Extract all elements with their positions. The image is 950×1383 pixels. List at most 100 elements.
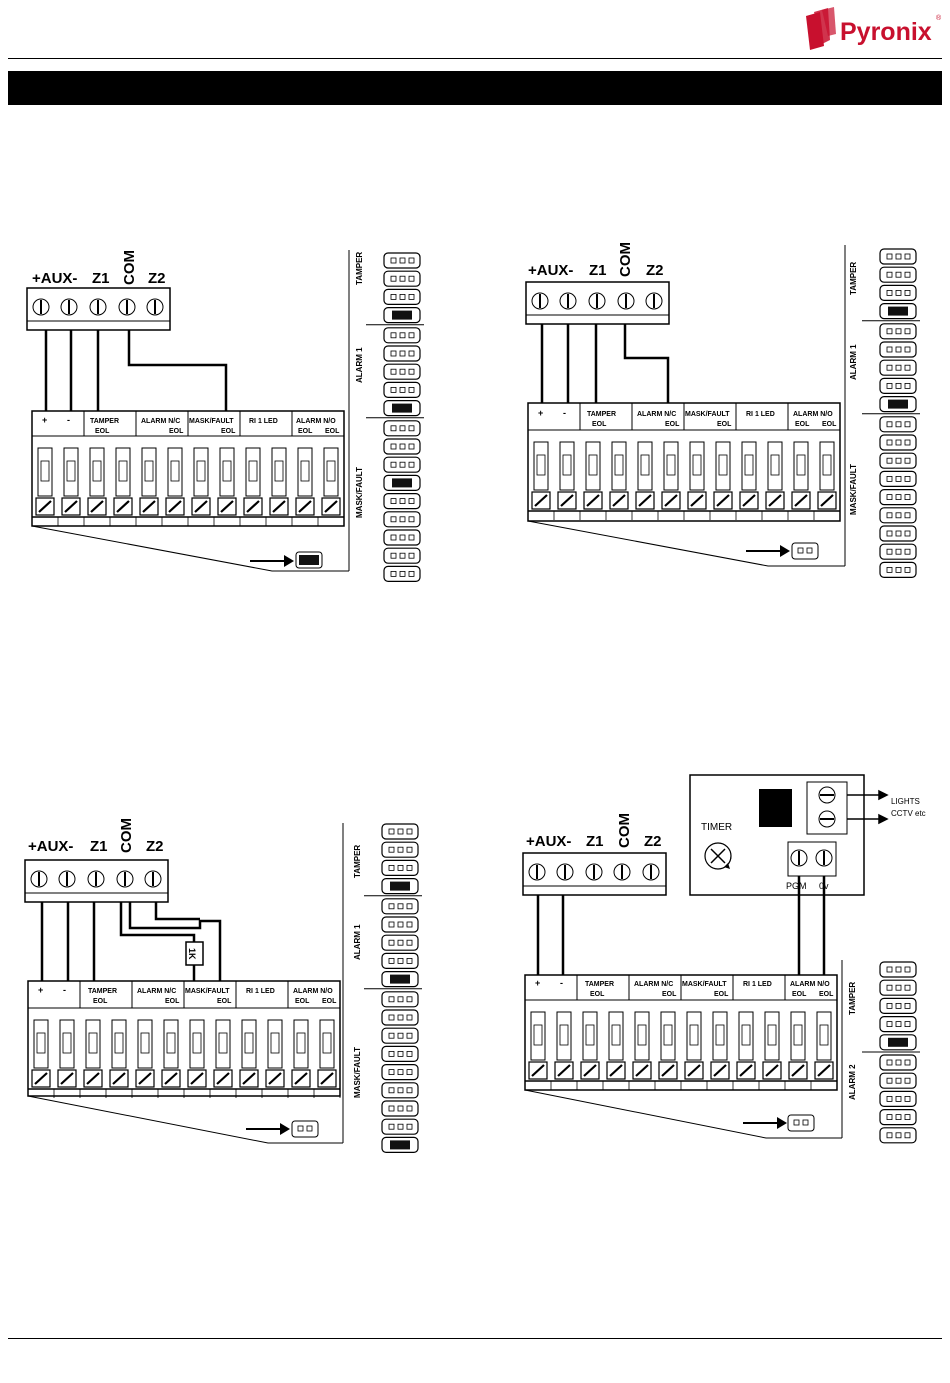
arrow-icon xyxy=(250,555,294,567)
dip-pin xyxy=(904,1114,911,1121)
terminal-screw-slot xyxy=(116,500,130,513)
dip-pin xyxy=(408,461,415,468)
dip-pin xyxy=(406,1014,413,1021)
dip-pin xyxy=(886,290,893,296)
dip-pin xyxy=(399,552,406,559)
dip-pin xyxy=(904,475,911,482)
dip-pin xyxy=(886,530,893,537)
dip-pin xyxy=(399,275,406,282)
dip-pin xyxy=(904,1021,911,1028)
dip-pin xyxy=(886,271,893,278)
dip-pin xyxy=(390,461,397,468)
dip-pin xyxy=(388,1123,395,1130)
term-alarm-nc-eol: EOL xyxy=(665,421,680,428)
dip-pin xyxy=(408,552,415,559)
dip-pin xyxy=(390,350,397,357)
term-ri-led: RI 1 LED xyxy=(246,988,275,995)
terminal-screw-slot xyxy=(716,494,730,507)
dip-pin xyxy=(397,939,404,946)
dip-pin xyxy=(388,1069,395,1076)
term-alarm-nc-eol: EOL xyxy=(165,998,180,1005)
terminal-screw-slot xyxy=(583,1064,597,1077)
dip-pin xyxy=(895,1077,902,1084)
terminal-slider-inner xyxy=(715,1024,725,1046)
dip-pin xyxy=(406,1105,413,1112)
terminal-slider-inner xyxy=(40,460,50,482)
term-mask-fault-eol: EOL xyxy=(717,421,732,428)
dip-pin xyxy=(388,1050,395,1057)
dip-pin xyxy=(399,368,406,375)
terminal-screw-slot xyxy=(531,1064,545,1077)
dip-pin xyxy=(388,1087,395,1094)
link-pin xyxy=(806,547,813,554)
terminal-slider-inner xyxy=(244,1032,254,1054)
dip-pin xyxy=(904,439,911,446)
term-plus: + xyxy=(42,415,47,425)
dip-pin xyxy=(408,257,415,264)
dip-switch-set xyxy=(392,478,412,488)
aux-label: +AUX- xyxy=(32,270,77,287)
terminal-slider-inner xyxy=(322,1032,332,1054)
dip-pin xyxy=(388,865,395,871)
panel-terminal-block xyxy=(24,859,169,903)
link-jumper xyxy=(791,542,819,560)
terminal-screw-slot xyxy=(164,1072,178,1085)
dip-pin xyxy=(390,257,397,264)
dip-pin xyxy=(388,1014,395,1021)
dip-pin xyxy=(886,1095,893,1102)
term-tamper: TAMPER xyxy=(585,981,614,988)
dip-pin xyxy=(886,548,893,555)
terminal-screw-slot xyxy=(112,1072,126,1085)
terminal-screw-slot xyxy=(86,1072,100,1085)
terminal-slider-inner xyxy=(222,460,232,482)
arrow-icon xyxy=(746,545,790,557)
dip-pin xyxy=(408,368,415,375)
aux-label: +AUX- xyxy=(526,833,571,850)
dip-pin xyxy=(886,1021,893,1028)
terminal-slider-inner xyxy=(92,460,102,482)
term-alarm-no-eol2: EOL xyxy=(325,428,340,435)
dip-pin xyxy=(390,386,397,393)
dip-pin xyxy=(408,332,415,339)
terminal-screw-slot xyxy=(64,500,78,513)
terminal-slider-inner xyxy=(274,460,284,482)
dip-pin xyxy=(895,1114,902,1121)
terminal-slider-inner xyxy=(559,1024,569,1046)
dip-switch-set xyxy=(392,310,412,320)
resistor-1k: 1K xyxy=(185,941,204,966)
terminal-slider-inner xyxy=(170,460,180,482)
dip-pin xyxy=(397,865,404,871)
dip-label-tamper: TAMPER xyxy=(355,252,364,285)
dip-pin xyxy=(388,1105,395,1112)
term-alarm-nc: ALARM N/C xyxy=(637,411,676,418)
terminal-screw-slot xyxy=(268,1072,282,1085)
dip-pin xyxy=(886,1114,893,1121)
terminal-slider-inner xyxy=(718,454,728,476)
term-minus: - xyxy=(63,985,66,995)
dip-pin xyxy=(895,530,902,537)
terminal-screw-slot xyxy=(220,500,234,513)
dip-pin xyxy=(390,552,397,559)
dip-pin xyxy=(895,1021,902,1028)
dip-pin xyxy=(904,1132,911,1139)
dip-pin xyxy=(399,332,406,339)
terminal-screw-slot xyxy=(242,1072,256,1085)
dip-pin xyxy=(886,457,893,464)
terminal-slider-inner xyxy=(588,454,598,476)
panel-terminal-block xyxy=(26,287,171,331)
dip-pin xyxy=(397,903,404,910)
dip-pin xyxy=(895,290,902,296)
dip-pin xyxy=(886,1077,893,1084)
link-pin xyxy=(297,1125,304,1132)
terminal-slider-inner xyxy=(114,1032,124,1054)
dip-pin xyxy=(895,328,902,335)
com-label: COM xyxy=(121,250,138,285)
term-tamper-eol: EOL xyxy=(590,991,605,998)
wires xyxy=(536,876,826,975)
dip-pin xyxy=(390,294,397,300)
dip-pin xyxy=(886,475,893,482)
terminal-slider-inner xyxy=(663,1024,673,1046)
dip-pin xyxy=(388,996,395,1003)
dip-pin xyxy=(904,1095,911,1102)
dip-label-mask-fault: MASK/FAULT xyxy=(849,464,858,515)
